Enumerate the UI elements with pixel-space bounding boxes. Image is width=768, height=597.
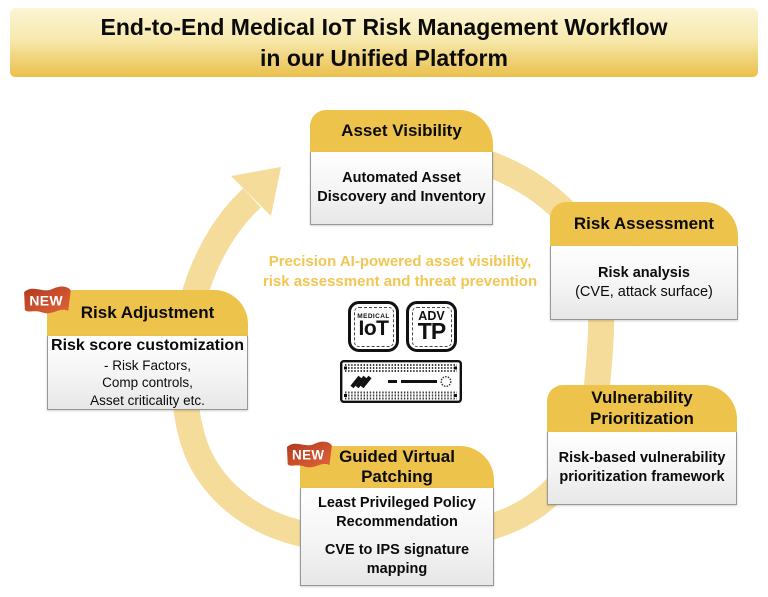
- card-title: Risk Adjustment: [80, 302, 215, 322]
- card-title: Asset Visibility: [341, 120, 462, 140]
- card-title: Guided Virtual Patching: [339, 446, 455, 486]
- badge-medical-label: MEDICAL: [357, 312, 390, 320]
- card-risk-adjustment-header: Risk Adjustment: [47, 290, 248, 336]
- card-vulnerability-prioritization: Vulnerability Prioritization Risk-based …: [547, 385, 737, 505]
- card-body-line: Least Privileged Policy Recommendation: [318, 495, 476, 531]
- medical-iot-badge-inner: MEDICAL IoT: [353, 306, 394, 347]
- center-tagline: Precision AI-powered asset visibility, r…: [230, 252, 570, 293]
- card-risk-assessment-body: Risk analysis (CVE, attack surface): [550, 246, 738, 320]
- card-risk-adjustment-body: Risk score customization - Risk Factors,…: [47, 336, 248, 410]
- card-body-line: Comp controls,: [102, 375, 193, 391]
- card-title: Risk Assessment: [573, 213, 715, 233]
- vendor-logo-icon: [350, 375, 372, 389]
- card-risk-assessment-header: Risk Assessment: [550, 202, 738, 246]
- card-guided-virtual-patching-body: Least Privileged Policy Recommendation C…: [300, 488, 494, 586]
- card-body-line: Risk analysis: [598, 264, 690, 281]
- card-risk-adjustment: Risk Adjustment Risk score customization…: [47, 290, 248, 410]
- card-asset-visibility-body: Automated Asset Discovery and Inventory: [310, 152, 493, 225]
- card-vulnerability-prioritization-header: Vulnerability Prioritization: [547, 385, 737, 432]
- adv-tp-badge-inner: ADV TP: [411, 306, 452, 347]
- arrowhead-icon: [231, 167, 281, 216]
- card-body-line: Asset criticality etc.: [90, 392, 205, 408]
- card-body-line: CVE to IPS signature mapping: [324, 542, 470, 577]
- card-body-line: Risk-based vulnerability prioritization …: [558, 450, 726, 485]
- title-line-1: End-to-End Medical IoT Risk Management W…: [100, 14, 668, 41]
- medical-iot-badge-icon: MEDICAL IoT: [348, 301, 399, 352]
- title-banner: End-to-End Medical IoT Risk Management W…: [10, 8, 758, 77]
- new-ribbon-guided-virtual-patching: NEW: [286, 441, 332, 468]
- card-body-line: Risk score customization: [51, 336, 244, 354]
- card-body-line: - Risk Factors,: [103, 357, 191, 373]
- tagline-line-2: risk assessment and threat prevention: [262, 273, 538, 291]
- card-asset-visibility-header: Asset Visibility: [310, 110, 493, 152]
- firewall-appliance-icon: [340, 360, 462, 403]
- badge-adv-label: ADV: [418, 309, 445, 324]
- tagline-line-1: Precision AI-powered asset visibility,: [268, 253, 532, 270]
- new-ribbon-risk-adjustment: NEW: [24, 286, 71, 314]
- title-line-2: in our Unified Platform: [260, 44, 508, 71]
- badge-tp-label: TP: [417, 318, 446, 345]
- new-ribbon-label: NEW: [29, 292, 63, 308]
- card-guided-virtual-patching: Guided Virtual Patching Least Privileged…: [300, 446, 494, 586]
- card-vulnerability-prioritization-body: Risk-based vulnerability prioritization …: [547, 432, 737, 505]
- badge-iot-label: IoT: [358, 317, 390, 341]
- card-title: Vulnerability Prioritization: [590, 388, 694, 428]
- adv-tp-badge-icon: ADV TP: [406, 301, 457, 352]
- card-body-line: Automated Asset Discovery and Inventory: [317, 170, 486, 205]
- new-ribbon-label: NEW: [292, 448, 324, 463]
- card-asset-visibility: Asset Visibility Automated Asset Discove…: [310, 110, 493, 225]
- card-guided-virtual-patching-header: Guided Virtual Patching: [300, 446, 494, 488]
- card-risk-assessment: Risk Assessment Risk analysis (CVE, atta…: [550, 202, 738, 320]
- card-body-line: (CVE, attack surface): [575, 283, 713, 300]
